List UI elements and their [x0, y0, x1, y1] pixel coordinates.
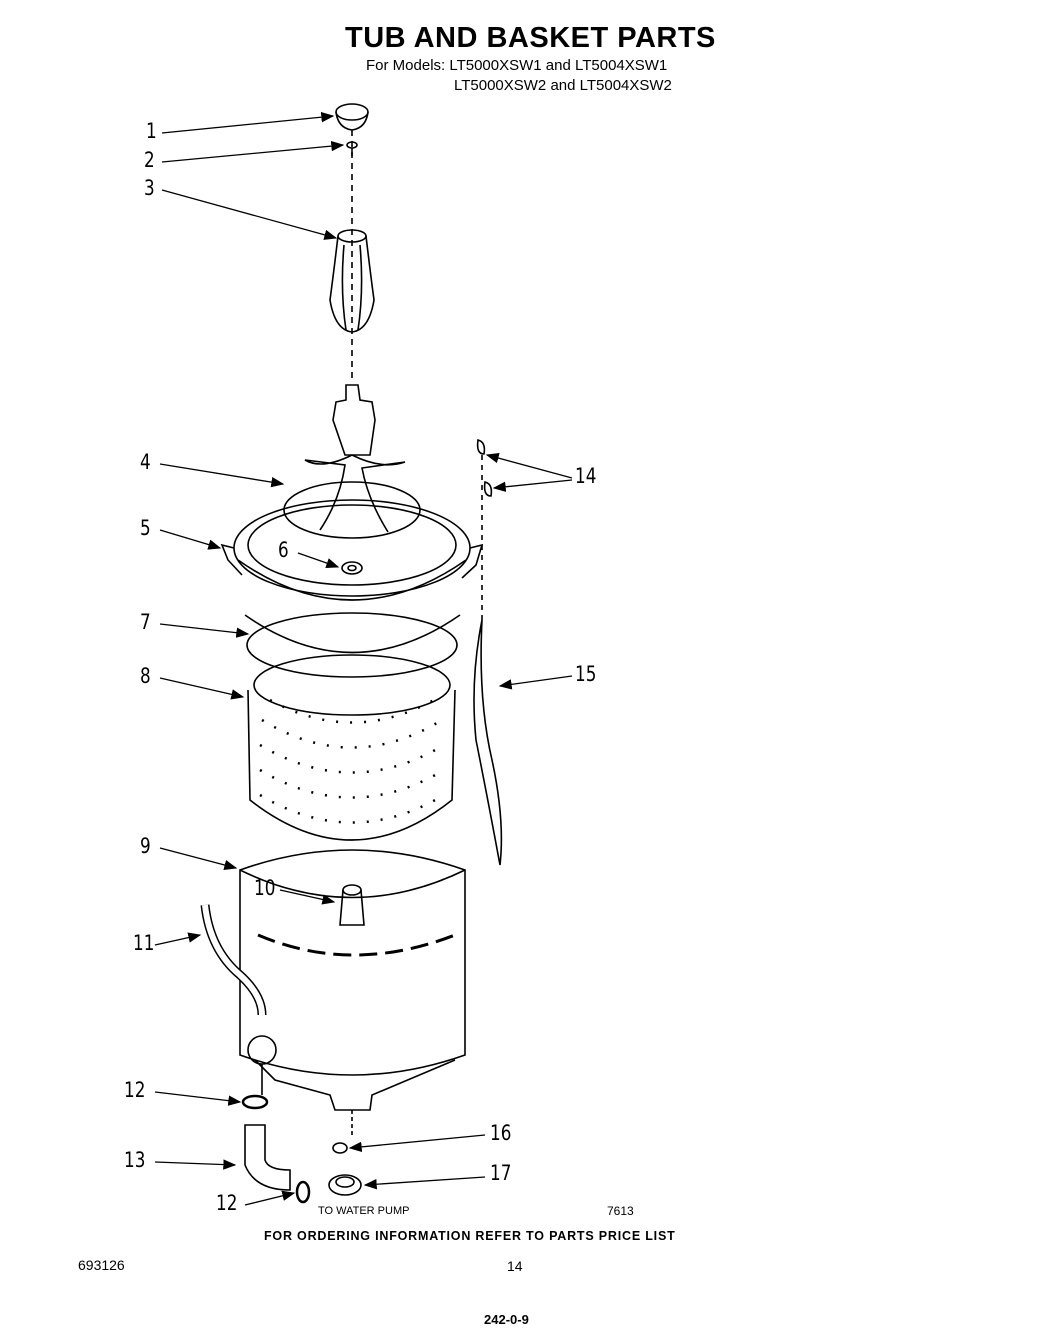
part-17-seal: [328, 1174, 362, 1196]
callout-9: 9: [140, 834, 151, 858]
callout-7: 7: [140, 610, 151, 634]
part-13-drain-hose: [244, 1124, 291, 1191]
callout-10: 10: [254, 876, 276, 900]
page-number: 14: [507, 1258, 523, 1274]
part-2-screw: [346, 141, 358, 156]
callout-13: 13: [124, 1148, 146, 1172]
part-3-agitator-barrel: [329, 229, 375, 333]
models-line-2: LT5000XSW2 and LT5004XSW2: [454, 77, 672, 94]
drain-fitting: [247, 1035, 277, 1095]
callout-12-lower: 12: [216, 1191, 238, 1215]
part-9-outer-tub: [239, 849, 466, 1111]
callout-15: 15: [575, 662, 597, 686]
part-11-hose: [200, 904, 267, 1016]
to-water-pump-label: TO WATER PUMP: [318, 1205, 410, 1217]
document-number: 693126: [78, 1257, 125, 1273]
bottom-code: 242-0-9: [484, 1312, 529, 1327]
callout-2: 2: [144, 148, 155, 172]
part-12-clamp: [241, 1094, 269, 1110]
callout-leaders: [154, 111, 573, 1206]
callout-6: 6: [278, 538, 289, 562]
page-title: TUB AND BASKET PARTS: [345, 22, 716, 54]
models-line-1: For Models: LT5000XSW1 and LT5004XSW1: [366, 57, 668, 74]
callout-11: 11: [133, 931, 155, 955]
callout-12: 12: [124, 1078, 146, 1102]
part-14-clips: [476, 439, 493, 497]
callout-4: 4: [140, 450, 151, 474]
part-10-hub: [339, 884, 365, 926]
callout-3: 3: [144, 176, 155, 200]
callout-1: 1: [146, 119, 157, 143]
callout-8: 8: [140, 664, 151, 688]
part-15-strap: [473, 619, 503, 866]
callout-5: 5: [140, 516, 151, 540]
callout-16: 16: [490, 1121, 512, 1145]
ordering-note: FOR ORDERING INFORMATION REFER TO PARTS …: [264, 1229, 676, 1243]
callout-14: 14: [575, 464, 597, 488]
part-7-balance-ring: [244, 612, 461, 678]
part-8-basket: [247, 654, 456, 841]
part-1-cap: [335, 103, 369, 131]
callout-17: 17: [490, 1161, 512, 1185]
figure-number: 7613: [607, 1204, 634, 1218]
part-12-clamp-lower: [295, 1180, 311, 1204]
part-5-tub-ring: [220, 499, 484, 601]
part-4-agitator: [283, 384, 421, 539]
part-6-nut: [341, 561, 363, 575]
part-16-bolt: [332, 1110, 353, 1154]
